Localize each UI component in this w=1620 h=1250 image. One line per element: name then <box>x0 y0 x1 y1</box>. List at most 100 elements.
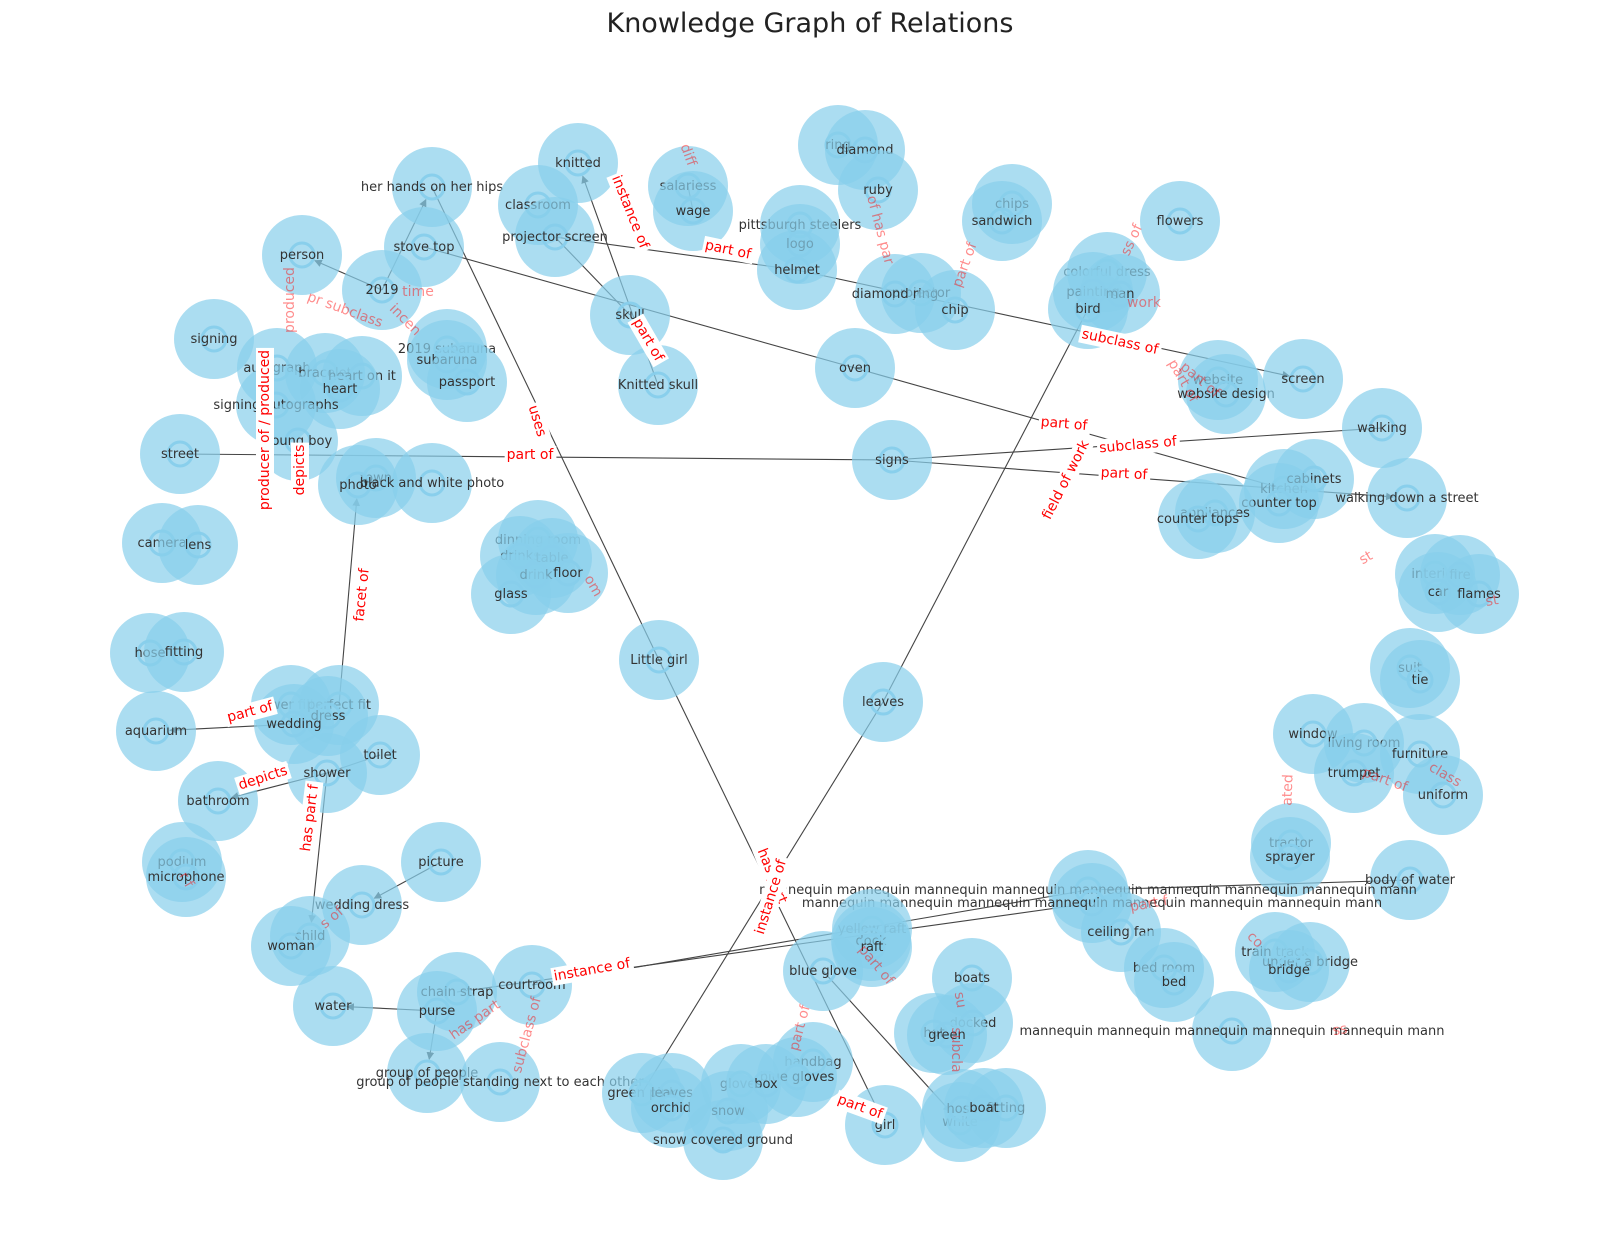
node-counter-tops[interactable]: counter tops <box>1157 479 1239 559</box>
node-label: chip <box>941 303 968 318</box>
node-label: floor <box>553 566 583 581</box>
node-her-hands[interactable]: her hands on her hips <box>361 147 503 227</box>
node-circle <box>1048 269 1128 349</box>
node-ring <box>204 787 232 815</box>
node-ring <box>941 296 969 324</box>
node-signs[interactable]: signs <box>852 420 932 500</box>
node-ring <box>1276 843 1304 871</box>
node-courtroom[interactable]: courtroom <box>492 945 572 1025</box>
node-label: street <box>161 447 199 462</box>
node-tie[interactable]: tie <box>1380 640 1460 720</box>
node-label: screen <box>1281 372 1324 387</box>
node-label: knitted <box>555 156 601 171</box>
node-microphone[interactable]: microphone <box>146 837 226 917</box>
node-circle <box>683 1100 763 1180</box>
node-boat[interactable]: boat <box>944 1068 1024 1148</box>
node-street[interactable]: street <box>140 414 220 494</box>
edge-label: ss <box>1331 1021 1348 1039</box>
node-woman[interactable]: woman <box>251 906 331 986</box>
node-glass[interactable]: glass <box>471 554 551 634</box>
node-young-boy[interactable]: young boy <box>258 401 338 481</box>
node-person[interactable]: person <box>262 215 342 295</box>
node-trumpet[interactable]: trumpet <box>1314 733 1394 813</box>
node-ring <box>142 717 170 745</box>
node-2019[interactable]: 2019 <box>342 250 422 330</box>
node-shower[interactable]: shower <box>287 733 367 813</box>
node-wage[interactable]: wage <box>653 171 733 251</box>
edge-label-bg <box>701 235 756 265</box>
node-ring <box>1166 207 1194 235</box>
edge-label-bg <box>523 401 551 441</box>
node-ring <box>1340 759 1368 787</box>
node-label: group of people <box>376 1066 479 1081</box>
node-label: snow covered ground <box>653 1133 793 1148</box>
node-bw-photo[interactable]: black and white photo <box>360 443 504 523</box>
edge-bird-leaves <box>882 308 1089 703</box>
node-leaves[interactable]: leaves <box>843 662 923 742</box>
node-ruby[interactable]: ruby <box>838 150 918 230</box>
node-water[interactable]: water <box>293 966 373 1046</box>
node-diamond-ring[interactable]: diamond ring <box>852 254 939 334</box>
node-purse[interactable]: purse <box>397 971 477 1051</box>
node-ring <box>657 1094 685 1122</box>
node-label: bathroom <box>186 794 249 809</box>
node-bed[interactable]: bed <box>1134 942 1214 1022</box>
edge-body-of-water-mannequin-1 <box>1087 879 1411 891</box>
node-label: sandwich <box>972 214 1033 229</box>
node-oven[interactable]: oven <box>815 328 895 408</box>
node-screen[interactable]: screen <box>1263 339 1343 419</box>
node-ring <box>348 891 376 919</box>
node-knitted-skull[interactable]: Knitted skull <box>618 345 698 425</box>
node-signing[interactable]: signing <box>174 299 254 379</box>
node-label: signs <box>875 453 909 468</box>
node-little-girl[interactable]: Little girl <box>619 620 699 700</box>
node-circle <box>397 971 477 1051</box>
node-passport[interactable]: passport <box>427 342 507 422</box>
node-blue-glove[interactable]: blue glove <box>783 931 863 1011</box>
node-green[interactable]: green <box>907 995 987 1075</box>
node-circle <box>1314 733 1394 813</box>
edge-label: part of <box>1100 465 1148 483</box>
node-bird[interactable]: bird <box>1048 269 1128 349</box>
node-picture[interactable]: picture <box>401 822 481 902</box>
node-flowers[interactable]: flowers <box>1140 181 1220 261</box>
node-snow-ground[interactable]: snow covered ground <box>653 1100 793 1180</box>
node-walking-street[interactable]: walking down a street <box>1335 458 1479 538</box>
node-chip[interactable]: chip <box>915 270 995 350</box>
node-website-design[interactable]: website design <box>1177 354 1275 434</box>
node-label: stove top <box>394 240 455 255</box>
node-circle <box>1239 463 1319 543</box>
node-fitting[interactable]: fitting <box>144 612 224 692</box>
node-label: courtroom <box>498 978 565 993</box>
node-photo[interactable]: photo <box>318 445 398 525</box>
node-label: helmet <box>774 263 820 278</box>
node-label: oven <box>839 361 871 376</box>
node-aquarium[interactable]: aquarium <box>116 691 196 771</box>
node-label: aquarium <box>125 724 187 739</box>
node-circle <box>838 150 918 230</box>
node-body-of-water[interactable]: body of water <box>1365 840 1456 920</box>
edge-label: subclass of <box>1099 434 1179 457</box>
node-ring <box>1368 414 1396 442</box>
node-group-people[interactable]: group of people <box>376 1033 479 1113</box>
node-walking[interactable]: walking <box>1342 388 1422 468</box>
node-sprayer[interactable]: sprayer <box>1250 817 1330 897</box>
node-lens[interactable]: lens <box>158 505 238 585</box>
node-projector-screen[interactable]: projector screen <box>502 197 608 277</box>
node-circle <box>174 299 254 379</box>
node-circle <box>1403 755 1483 835</box>
node-flames[interactable]: flames <box>1439 554 1519 634</box>
node-sandwich[interactable]: sandwich <box>962 181 1042 261</box>
node-group-people-standing[interactable]: group of people standing next to each ot… <box>356 1042 644 1122</box>
node-bridge[interactable]: bridge <box>1249 930 1329 1010</box>
node-uniform[interactable]: uniform <box>1403 755 1483 835</box>
node-ring <box>319 992 347 1020</box>
node-ring <box>881 280 909 308</box>
graph-title: Knowledge Graph of Relations <box>606 8 1013 39</box>
node-ring <box>423 997 451 1025</box>
node-label: heart <box>323 382 358 397</box>
node-ring <box>1393 484 1421 512</box>
node-helmet[interactable]: helmet <box>757 230 837 310</box>
node-mannequin-3[interactable]: mannequin mannequin mannequin mannequin … <box>1019 991 1445 1071</box>
node-counter-top[interactable]: counter top <box>1239 463 1319 543</box>
